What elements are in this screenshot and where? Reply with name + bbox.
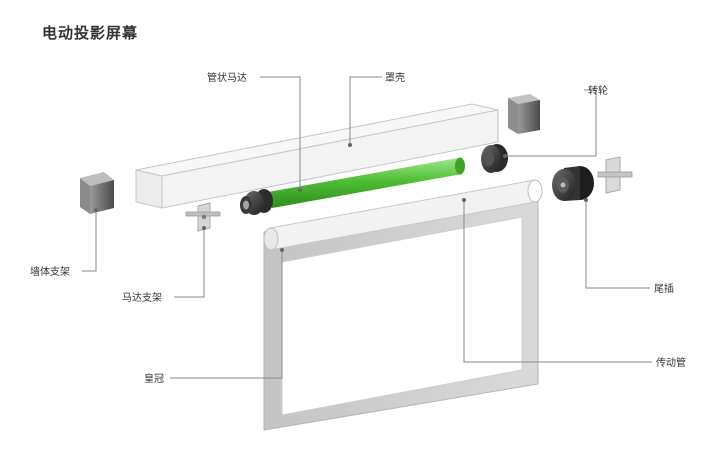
leader-wall-bracket: [82, 210, 97, 272]
tail-plug-bracket: [597, 156, 633, 194]
label-crown: 皇冠: [144, 372, 164, 385]
tail-plug-part: [552, 166, 594, 201]
wall-bracket-left: [80, 172, 114, 214]
leader-wheel: [505, 89, 597, 157]
leader-crown: [170, 250, 283, 379]
label-tube-motor: 管状马达: [207, 71, 247, 84]
rotor-wheel: [481, 144, 508, 173]
leader-tail-plug: [585, 200, 650, 289]
label-motor-bracket: 马达支架: [122, 292, 162, 304]
label-drive-tube: 传动管: [656, 356, 686, 369]
cover-housing: [135, 103, 499, 209]
page-title: 电动投影屏幕: [42, 24, 139, 42]
motor-bracket-part: [185, 202, 221, 232]
label-wheel: 转轮: [588, 84, 608, 97]
leader-cover: [349, 76, 382, 145]
tubular-motor: [240, 157, 465, 215]
wall-bracket-right: [508, 94, 540, 134]
label-cover: 罩壳: [385, 71, 405, 84]
leader-motor-bracket: [174, 228, 205, 298]
leader-lines: [82, 76, 652, 379]
leader-drive-tube: [463, 200, 652, 363]
part-labels: 管状马达 罩壳 转轮 墙体支架 马达支架 皇冠 尾插 传动管: [30, 71, 686, 385]
projection-screen: [263, 184, 539, 431]
drive-tube: [263, 179, 543, 251]
leader-tube-motor: [260, 76, 301, 190]
label-tail-plug: 尾插: [654, 282, 674, 295]
label-wall-bracket: 墙体支架: [30, 265, 70, 278]
